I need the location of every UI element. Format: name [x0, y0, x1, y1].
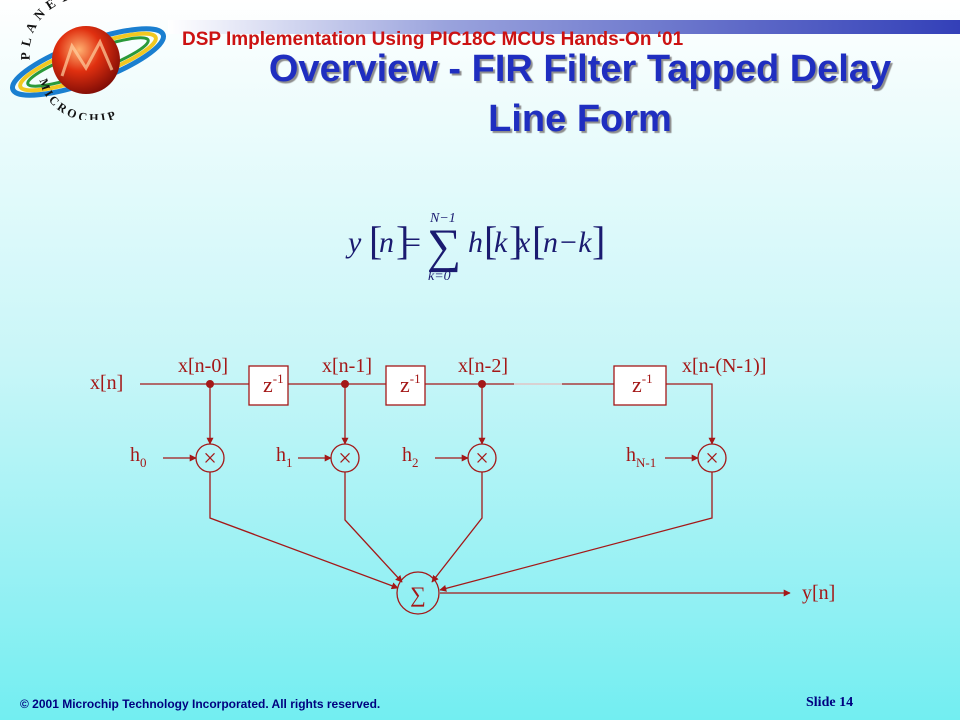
slide-title: Overview - FIR Filter Tapped Delay Line … — [200, 44, 960, 144]
delay-label-2: z-1 — [400, 371, 421, 397]
delay-box-3 — [613, 365, 667, 406]
junction-dot-1 — [341, 380, 349, 388]
equation-bracket-open-2: [ — [484, 218, 497, 263]
multiplier-3 — [697, 443, 727, 473]
copyright-notice: © 2001 Microchip Technology Incorporated… — [20, 697, 381, 711]
equation-bracket-close-3: ] — [592, 218, 605, 263]
planet-icon — [52, 26, 120, 94]
product-wire-0 — [209, 472, 399, 590]
tap-label-1: x[n-1] — [322, 355, 372, 377]
equation-sum-symbol: ∑ — [427, 220, 461, 273]
equation-coef-index: k — [494, 226, 508, 259]
equation-coef: h — [468, 226, 483, 259]
multiplier-symbol-0: × — [203, 446, 217, 472]
coef-label-3: hN-1 — [626, 444, 656, 470]
multiplier-symbol-3: × — [705, 446, 719, 472]
course-title: DSP Implementation Using PIC18C MCUs Han… — [182, 29, 684, 50]
junction-dot-2 — [478, 380, 486, 388]
multiplier-0 — [195, 443, 225, 473]
coef-label-1: h1 — [276, 444, 293, 470]
equation-bracket-close-1: ] — [396, 218, 409, 263]
equation-lhs-index: n — [379, 226, 394, 259]
multiplier-symbol-2: × — [475, 446, 489, 472]
equation-lhs: y — [345, 226, 362, 259]
planet-microchip-logo: PLANET MICROCHIP — [10, 0, 166, 120]
output-label: y[n] — [802, 582, 835, 604]
multiplier-1 — [330, 443, 360, 473]
equation-equals: = — [404, 226, 421, 259]
slide-label: Slide — [806, 695, 836, 710]
product-wire-1 — [344, 472, 403, 583]
equation-bracket-close-2: ] — [509, 218, 522, 263]
input-label: x[n] — [90, 372, 123, 394]
delay-label-3: z-1 — [632, 371, 653, 397]
equation-input: x — [516, 226, 531, 259]
equation-lower-limit: k=0 — [428, 269, 451, 284]
summer-symbol: ∑ — [410, 582, 426, 607]
slide-number: Slide 14 — [806, 695, 853, 711]
equation-upper-limit: N−1 — [429, 211, 456, 226]
product-wire-2 — [431, 472, 483, 583]
slide-number-value: 14 — [839, 695, 854, 710]
tap-label-2: x[n-2] — [458, 355, 508, 377]
header-gradient-bar — [168, 20, 960, 34]
delay-box-1 — [248, 365, 289, 406]
tap-label-0: x[n-0] — [178, 355, 228, 377]
multiplier-symbol-1: × — [338, 446, 352, 472]
delay-box-2 — [385, 365, 426, 406]
equation-bracket-open-1: [ — [369, 218, 382, 263]
equation-input-index: n−k — [543, 226, 592, 259]
tap-label-3: x[n-(N-1)] — [682, 355, 766, 377]
junction-dot-0 — [206, 380, 214, 388]
last-tap-wire — [666, 383, 716, 445]
equation-bracket-open-3: [ — [532, 218, 545, 263]
multiplier-2 — [467, 443, 497, 473]
coef-label-2: h2 — [402, 444, 419, 470]
slide-title-line-2: Line Form — [488, 98, 672, 140]
slide-title-line-1: Overview - FIR Filter Tapped Delay — [268, 48, 892, 90]
coef-label-0: h0 — [130, 444, 147, 470]
fir-equation: y [ n ] = N−1 ∑ k=0 h [ k ] x [ n−k ] — [345, 211, 605, 284]
summer-node — [396, 571, 440, 615]
delay-label-1: z-1 — [263, 371, 284, 397]
product-wire-3 — [439, 472, 713, 592]
